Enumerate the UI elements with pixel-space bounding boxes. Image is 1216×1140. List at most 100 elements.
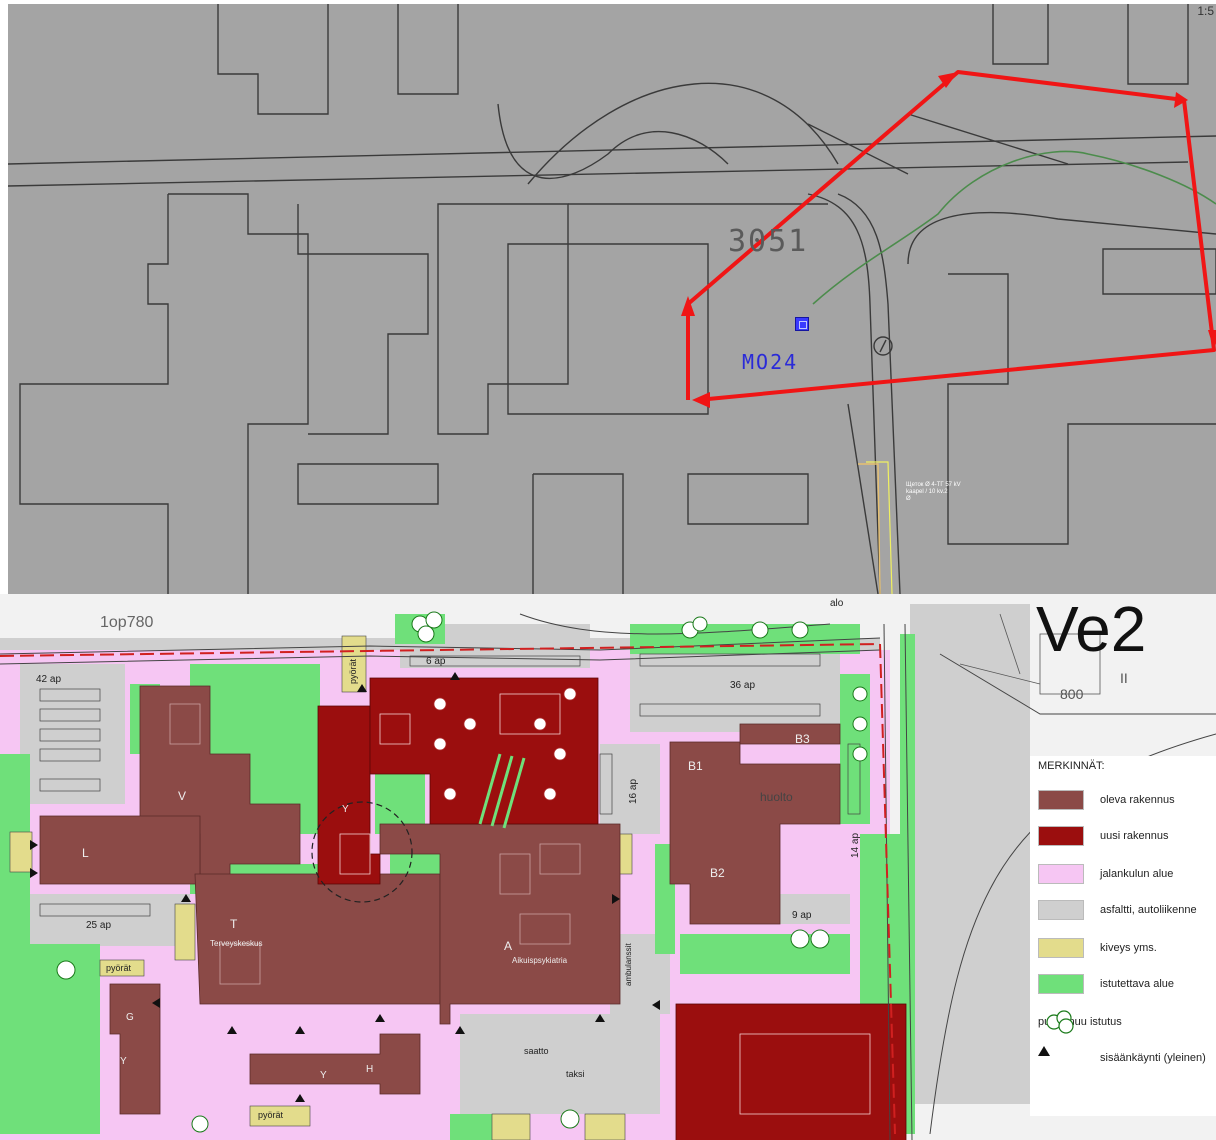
hatched-zone (478, 753, 526, 829)
legend-label: uusi rakennus (1100, 830, 1169, 842)
entrance-triangle-icon (1038, 1046, 1084, 1068)
entrance-triangles (30, 672, 660, 1102)
outline-seg-4 (807, 123, 909, 175)
road-line-2 (8, 161, 1189, 187)
legend-title: MERKINNÄT: (1038, 760, 1105, 772)
building-outline-k (533, 473, 624, 594)
building-outline-m (907, 211, 1216, 265)
legend-item: jalankulun alue (1038, 862, 1173, 886)
building-b2-label: B2 (710, 866, 725, 880)
courtyard-trees (433, 687, 577, 801)
building-outline-c (992, 4, 1049, 65)
cable-line-orange (858, 463, 881, 594)
legend-item: puu / muu istutus (1038, 1010, 1122, 1034)
legend-item: sisäänkäynti (yleinen) (1038, 1046, 1206, 1070)
tree-symbols (56, 611, 868, 1133)
legend-label: oleva rakennus (1100, 794, 1175, 806)
building-outline-b (397, 4, 459, 95)
ambulance-label: ambulanssit (624, 943, 633, 986)
dropoff-label: saatto (524, 1046, 549, 1056)
parking-16-label: 16 ap (628, 778, 639, 804)
plan-boundary-dashed-2 (879, 643, 896, 1135)
building-details (339, 693, 871, 1115)
bike-parking-label: pyörät (348, 658, 358, 684)
road-lines (0, 613, 1216, 1140)
manhole-circle (873, 336, 893, 356)
building-y2-label: Y (320, 1070, 327, 1081)
survey-point-label: MO24 (742, 350, 799, 374)
building-outline-g (297, 204, 429, 435)
legend-item: asfaltti, autoliikenne (1038, 898, 1197, 922)
outline-seg-3 (907, 113, 1069, 165)
legend-label: sisäänkäynti (yleinen) (1100, 1052, 1206, 1064)
cable-line-yellow (866, 461, 893, 594)
cable-line-green (812, 150, 1216, 305)
legend-label: asfaltti, autoliikenne (1100, 904, 1197, 916)
parking-14-label: 14 ap (850, 832, 861, 858)
neighbor-outlines (959, 613, 1101, 695)
building-b1-label: B1 (688, 759, 703, 773)
new-buildings (317, 677, 907, 1140)
tree-icon (1046, 1010, 1074, 1034)
dashed-circle (311, 801, 413, 903)
building-terveys-label: Terveyskeskus (210, 939, 263, 948)
building-y1-label: Y (120, 1056, 127, 1067)
legend-label: istutettava alue (1100, 978, 1174, 990)
plan-boundary-dashed (0, 643, 881, 657)
site-plan-drawing (0, 604, 1216, 1140)
site-plan-panel: Ve2 1op780 800 II alo V L T Terveyskesku… (0, 594, 1216, 1140)
building-outline-l (687, 473, 809, 525)
building-v-label: V (178, 789, 187, 803)
building-t-label: T (230, 917, 238, 931)
road-vertical-3 (847, 403, 879, 594)
boundary-arrows (681, 72, 1216, 408)
survey-point-marker-icon[interactable] (795, 317, 809, 331)
building-outline-d (1127, 4, 1189, 85)
parcel-number-label: 3051 (728, 224, 809, 259)
scale-label: 1:5 (1197, 4, 1214, 18)
parking-9-label: 9 ap (792, 910, 812, 921)
taxi-label: taksi (566, 1069, 585, 1079)
parking-36-label: 36 ap (730, 680, 756, 691)
existing-building-details (169, 703, 581, 985)
building-outline-a (217, 4, 329, 115)
building-y-label: Y (342, 804, 349, 815)
parking-42-label: 42 ap (36, 674, 62, 685)
parking-25-label: 25 ap (86, 920, 112, 931)
legend-swatch-new (1038, 826, 1084, 846)
building-outline-h (437, 203, 569, 435)
legend-label: jalankulun alue (1100, 868, 1174, 880)
legend-item: oleva rakennus (1038, 788, 1175, 812)
building-g-label: G (126, 1012, 134, 1023)
map-legend: MERKINNÄT: oleva rakennus uusi rakennus … (1030, 756, 1216, 1116)
legend-item: istutettava alue (1038, 972, 1174, 996)
note-line: Щеток Ø 4-ТГ 57 kV (906, 482, 961, 488)
legend-label: kiveys yms. (1100, 942, 1157, 954)
building-outline-e (19, 194, 169, 594)
curve-feature (497, 103, 729, 179)
legend-swatch-paving (1038, 938, 1084, 958)
parking-stripes (39, 653, 861, 917)
legend-item: uusi rakennus (1038, 824, 1169, 848)
building-l-label: L (82, 846, 89, 860)
building-h-label: H (366, 1064, 374, 1075)
building-outline-o (1102, 248, 1216, 295)
building-outline-n (947, 273, 1216, 545)
asphalt-areas (0, 604, 1030, 1114)
road-vertical-2 (837, 193, 901, 594)
parking-6-label: 6 ap (426, 656, 446, 667)
building-b3-label: B3 (795, 732, 810, 746)
road-vertical-1 (807, 193, 881, 594)
building-outline-j (297, 463, 439, 505)
legend-swatch-existing (1038, 790, 1084, 810)
building-a-label: A (504, 939, 513, 953)
building-outline-i (507, 243, 709, 415)
legend-swatch-planting (1038, 974, 1084, 994)
plan-title: Ve2 (1036, 594, 1147, 665)
alo-label: alo (830, 598, 844, 609)
plan-tag: 1op780 (100, 614, 154, 631)
building-outline-f (168, 193, 309, 594)
zone-label: II (1120, 670, 1128, 686)
